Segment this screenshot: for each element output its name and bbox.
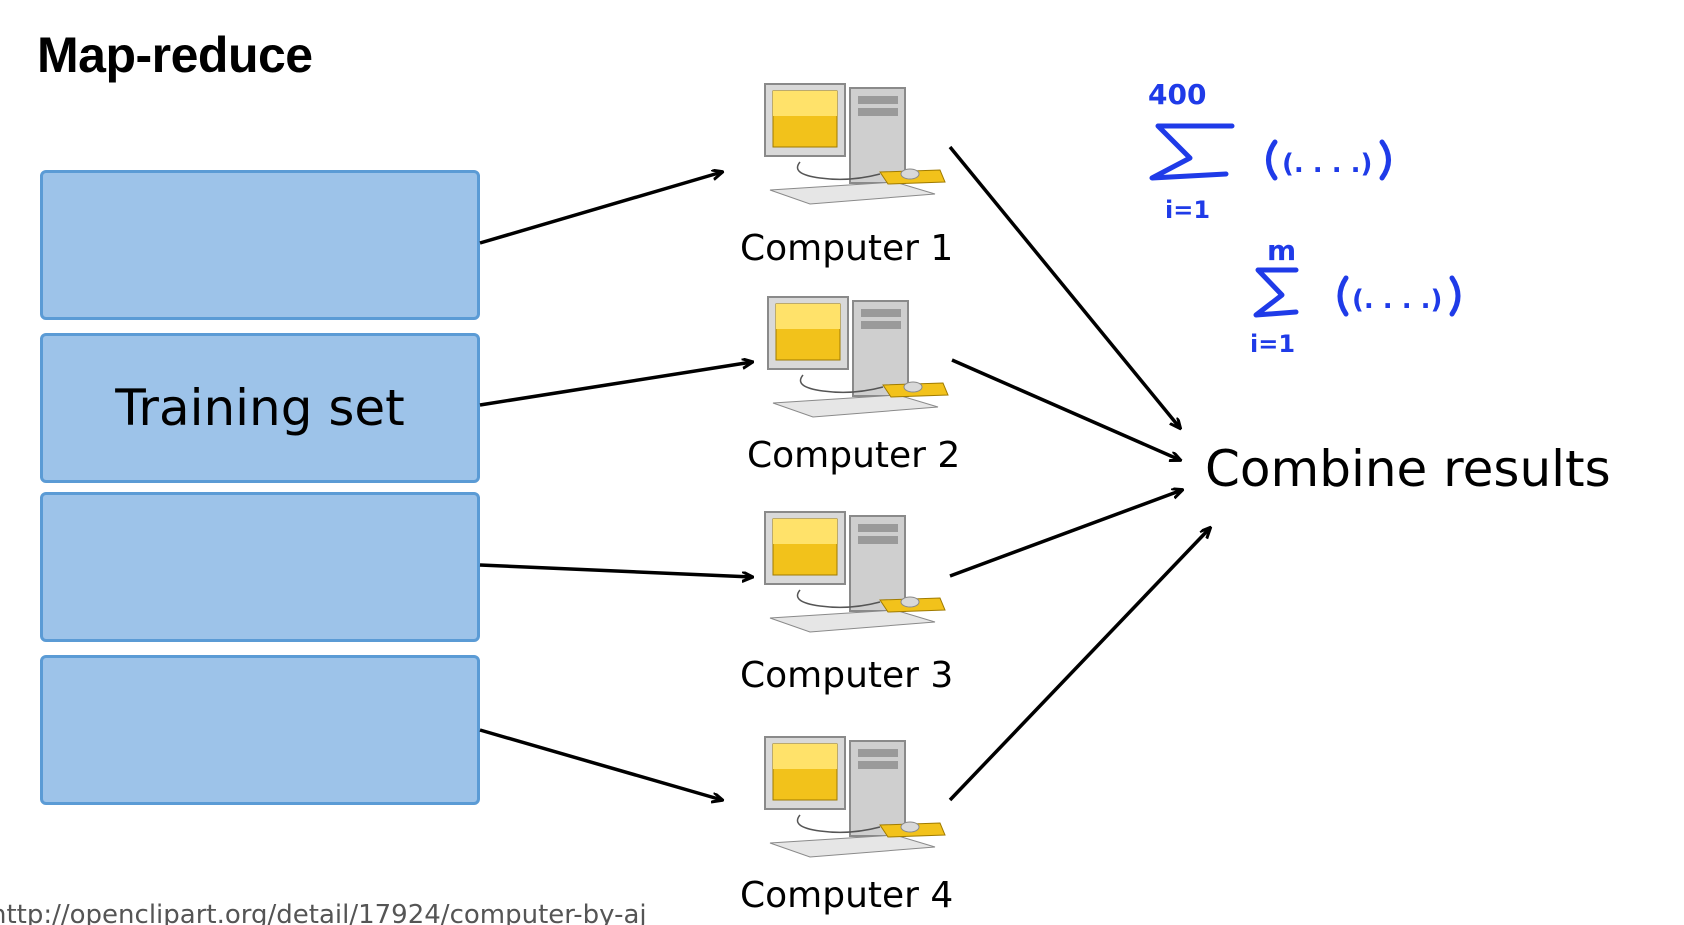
training-set-partition-4 bbox=[40, 655, 480, 805]
computer-icon bbox=[764, 736, 946, 858]
arrow-icon bbox=[948, 145, 1180, 428]
computer-icon bbox=[764, 511, 946, 633]
slide-title: Map-reduce bbox=[37, 27, 313, 83]
arrow-icon bbox=[948, 528, 1210, 802]
sum1-lower: i=1 bbox=[1165, 196, 1210, 224]
computer-1-label: Computer 1 bbox=[740, 228, 954, 269]
arrow-icon bbox=[479, 728, 722, 800]
sum2-lower: i=1 bbox=[1250, 330, 1295, 358]
summation-icon bbox=[1149, 123, 1391, 181]
arrow-icon bbox=[479, 362, 752, 407]
summation-icon bbox=[1253, 267, 1461, 318]
training-set-partition-1 bbox=[40, 170, 480, 320]
training-set-partition-2: Training set bbox=[40, 333, 480, 483]
arrow-icon bbox=[479, 172, 722, 245]
sum2-upper: m bbox=[1267, 234, 1296, 267]
training-set-label: Training set bbox=[115, 379, 405, 437]
combine-results-label: Combine results bbox=[1205, 440, 1611, 498]
arrow-icon bbox=[951, 358, 1180, 460]
sum1-body: (. . . .) bbox=[1282, 149, 1372, 179]
computer-3-label: Computer 3 bbox=[740, 655, 954, 696]
computer-4-label: Computer 4 bbox=[740, 875, 954, 916]
arrow-icon bbox=[949, 490, 1182, 578]
computer-icon bbox=[764, 83, 946, 205]
arrow-icon bbox=[479, 563, 752, 577]
computer-icon bbox=[767, 296, 949, 418]
sum2-body: (. . . .) bbox=[1352, 285, 1442, 315]
source-url: http://openclipart.org/detail/17924/comp… bbox=[0, 900, 647, 925]
sum1-upper: 400 bbox=[1148, 78, 1206, 111]
training-set-partition-3 bbox=[40, 492, 480, 642]
computer-2-label: Computer 2 bbox=[747, 435, 961, 476]
